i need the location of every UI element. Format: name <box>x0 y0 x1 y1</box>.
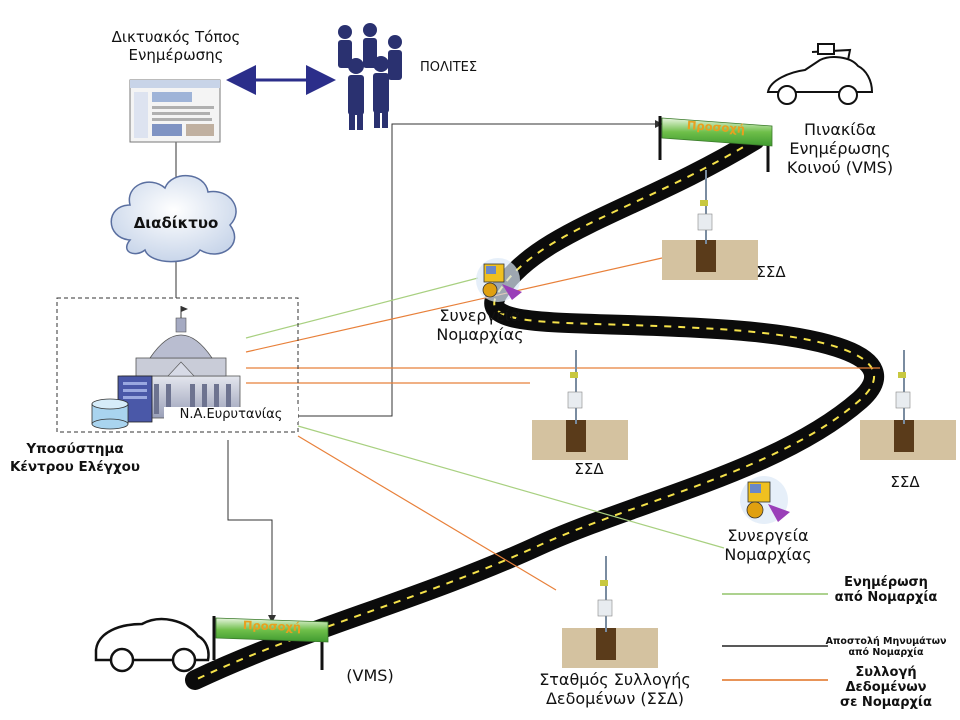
legend-item-orange-label: Συλλογή Δεδομένων σε Νομαρχία <box>840 665 932 710</box>
connection-lines <box>175 65 880 623</box>
orange-line-ssd4 <box>297 435 557 591</box>
station-2-label: ΣΣΔ <box>574 460 604 478</box>
green-line-crew1 <box>245 277 479 339</box>
control-subsystem-label: Υποσύστημα Κέντρου Ελέγχου <box>9 441 141 475</box>
citizens-icon <box>338 23 402 130</box>
car-bottom-icon <box>94 617 210 673</box>
vms-top-label: Πινακίδα Ενημέρωσης Κοινού (VMS) <box>786 120 894 178</box>
station-1-label: ΣΣΔ <box>756 263 786 281</box>
legend-item-green-label: Ενημέρωση από Νομαρχία <box>834 575 938 605</box>
green-line-crew2 <box>297 425 725 549</box>
citizens-label: ΠΟΛΙΤΕΣ <box>420 60 478 75</box>
crew-1-label: Συνεργεία Νομαρχίας <box>436 306 524 345</box>
station-4-label: Σταθμός Συλλογής Δεδομένων (ΣΣΔ) <box>539 670 691 709</box>
website-screenshot-icon <box>129 79 221 143</box>
station-4-icon <box>562 556 658 668</box>
vms-top-sign <box>658 116 773 172</box>
building-label: Ν.Α.Ευρυτανίας <box>164 407 298 422</box>
station-3-label: ΣΣΔ <box>890 473 920 491</box>
crew-2-icon <box>740 476 790 524</box>
crew-1-icon <box>476 258 522 302</box>
website-label: Δικτυακός Τόπος Ενημέρωσης <box>111 28 241 64</box>
crew-2-label: Συνεργεία Νομαρχίας <box>724 526 812 565</box>
legend-item-black-label: Αποστολή Μηνυμάτων από Νομαρχία <box>825 636 947 658</box>
station-1-icon <box>662 170 758 280</box>
message-line-vms-top <box>298 120 663 417</box>
database-icon <box>91 398 129 430</box>
internet-cloud-icon <box>110 174 237 263</box>
car-top-icon <box>766 43 874 105</box>
vms-bottom-label: (VMS) <box>346 666 394 685</box>
vms-bottom-sign <box>212 616 329 670</box>
station-3-icon <box>860 350 956 460</box>
message-line-vms-bottom <box>227 440 276 623</box>
station-2-icon <box>532 350 628 460</box>
legend-swatches <box>722 593 828 681</box>
control-center-box <box>56 297 299 433</box>
orange-line-ssd1 <box>245 257 663 353</box>
internet-label: Διαδίκτυο <box>133 214 219 232</box>
